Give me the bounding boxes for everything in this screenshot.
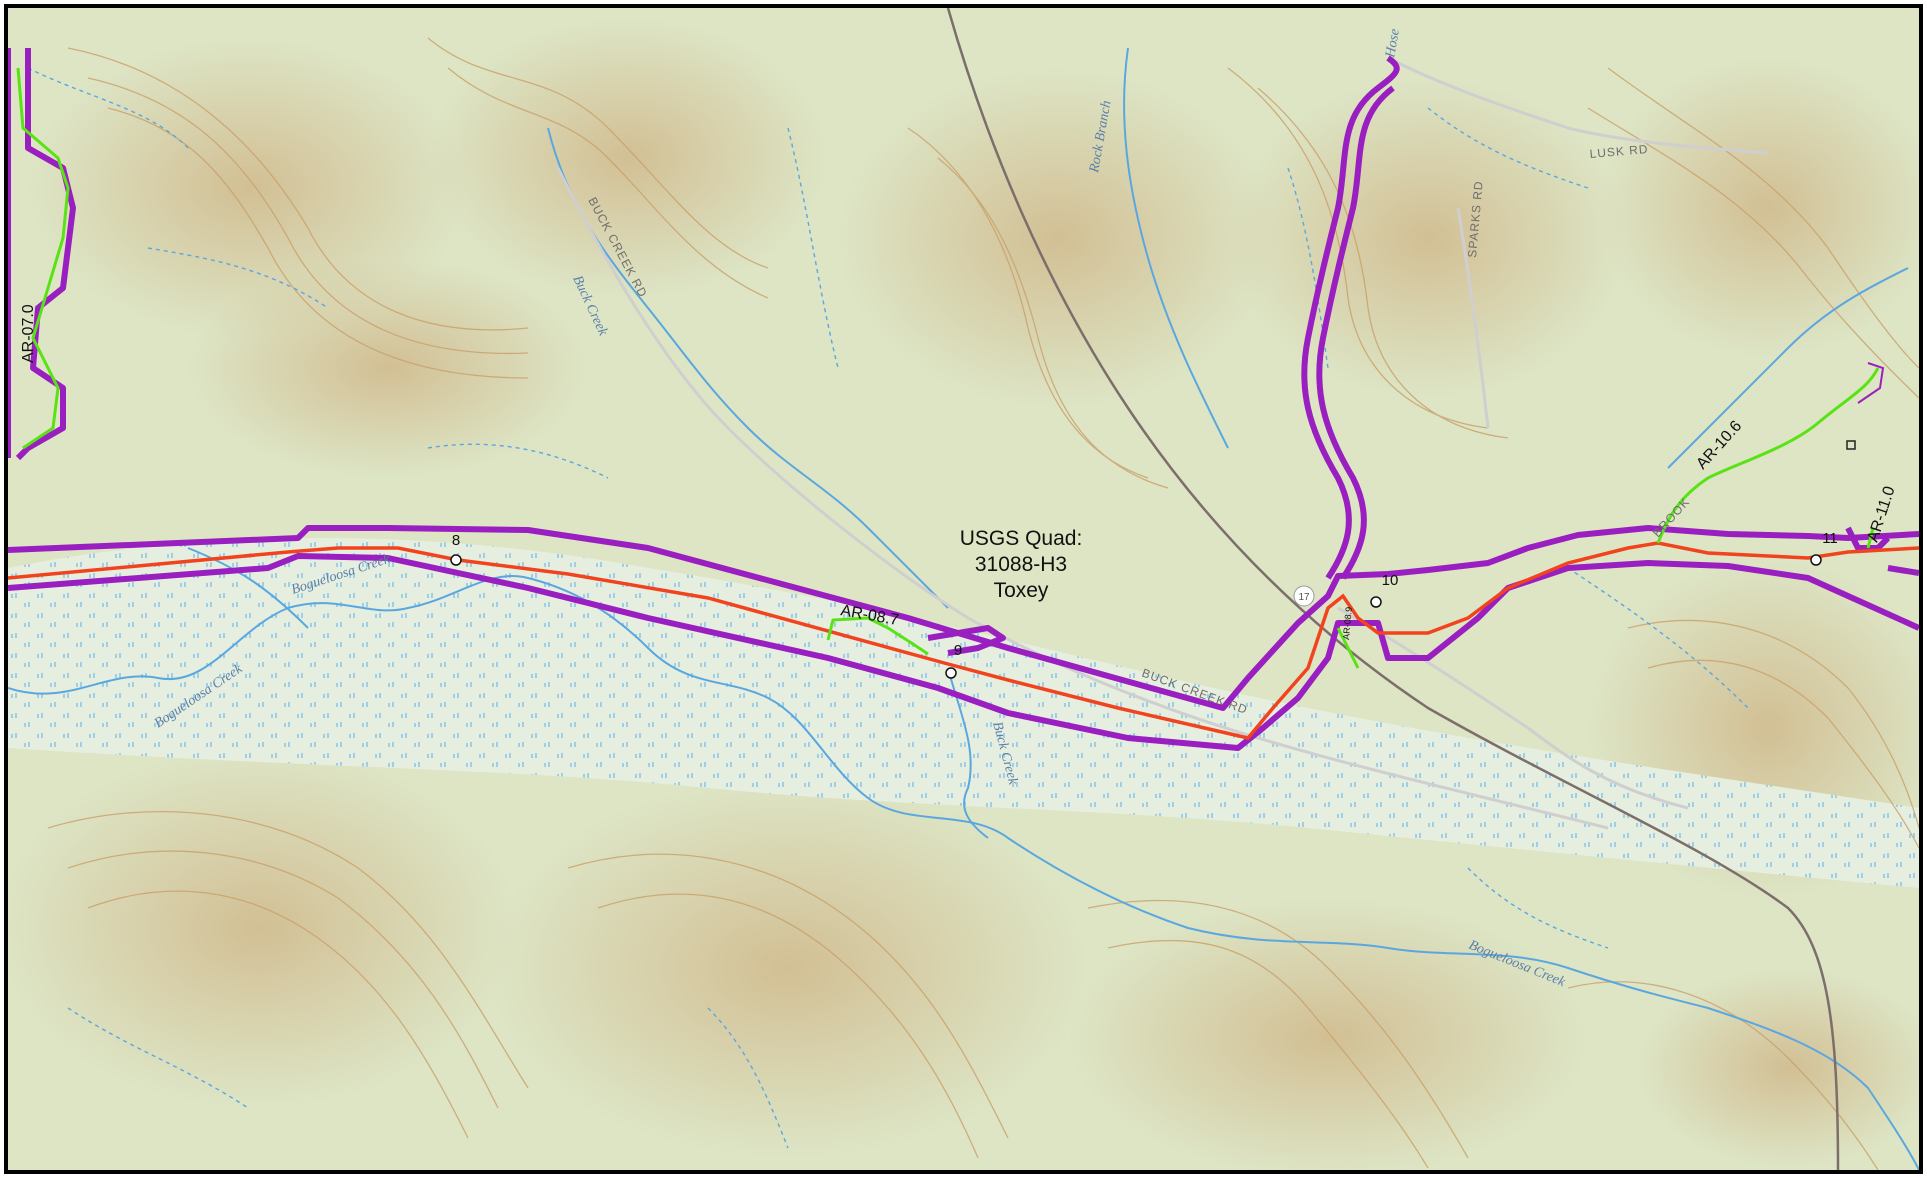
milepost-9-marker[interactable] xyxy=(945,667,957,679)
stream-label-hose: Hose xyxy=(1383,28,1403,60)
ar106-outline xyxy=(1857,362,1885,404)
building-icon xyxy=(1846,440,1856,450)
milepost-10-marker[interactable] xyxy=(1370,596,1382,608)
road-label-sparks: SPARKS RD xyxy=(1465,180,1486,258)
road-label-lusk: LUSK RD xyxy=(1589,142,1649,161)
usgs-quad-label: USGS Quad: 31088-H3 Toxey xyxy=(916,526,1126,604)
highway-shield: 17 xyxy=(1293,585,1315,607)
milepost-label-8: 8 xyxy=(452,532,460,549)
milepost-label-11: 11 xyxy=(1822,530,1838,547)
contour-lines xyxy=(47,37,1919,1170)
wetland-marsh xyxy=(8,538,1919,888)
milepost-8-marker[interactable] xyxy=(450,554,462,566)
milepost-11-marker[interactable] xyxy=(1810,554,1822,566)
milepost-label-10: 10 xyxy=(1382,572,1399,589)
roads xyxy=(556,56,1769,830)
quad-label-line1: USGS Quad: xyxy=(959,527,1083,550)
access-road-label-ar07: AR-07.0 xyxy=(20,304,37,363)
map-frame: 17 Bogueloosa Creek Bogueloosa Creek Bog… xyxy=(4,4,1923,1174)
access-road-label-ar089: AR-08.9 xyxy=(1341,606,1354,640)
milepost-label-9: 9 xyxy=(954,642,962,659)
corridor-boundary xyxy=(8,48,1919,751)
highway-shield-label: 17 xyxy=(1298,592,1310,603)
streams xyxy=(8,47,1919,1170)
quad-label-line3: Toxey xyxy=(993,579,1049,602)
milepost-markers xyxy=(450,554,1822,679)
quad-label-line2: 31088-H3 xyxy=(974,553,1068,576)
centerline xyxy=(8,541,1919,740)
milepost-labels: 8 9 10 11 xyxy=(452,530,1838,659)
railroad xyxy=(946,8,1840,1170)
topographic-map[interactable]: 17 Bogueloosa Creek Bogueloosa Creek Bog… xyxy=(8,8,1919,1170)
hill-shading xyxy=(8,18,1919,1170)
access-roads xyxy=(16,67,1880,669)
